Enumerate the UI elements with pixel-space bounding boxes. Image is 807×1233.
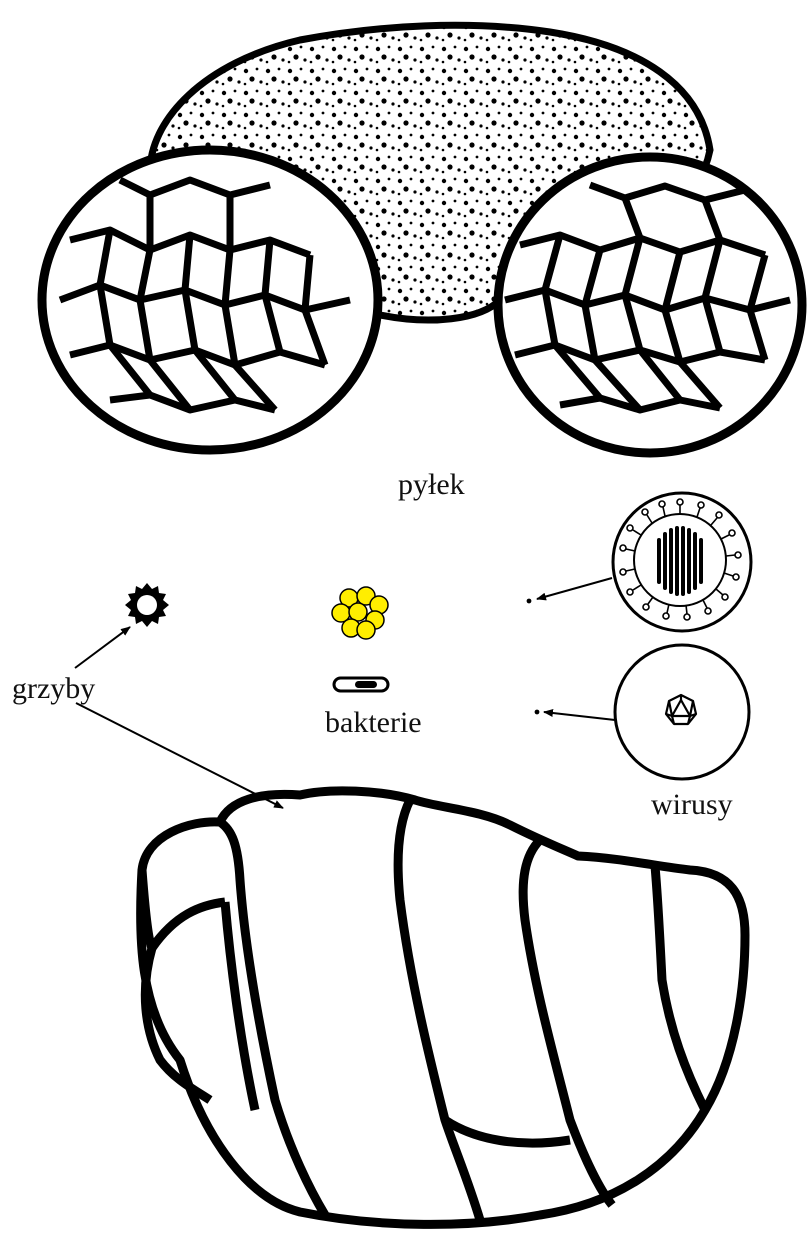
virus-dot-2 — [535, 710, 540, 715]
arrow-fungi-small — [75, 627, 130, 668]
pollen-grain-icon — [42, 25, 802, 453]
pollen-left-sac — [42, 150, 378, 450]
label-viruses: wirusy — [651, 790, 733, 820]
pollen-right-sac — [498, 157, 802, 453]
label-pollen: pyłek — [398, 470, 465, 500]
fungal-spore-icon — [125, 583, 169, 627]
arrow-virus-icosahedral — [544, 712, 615, 720]
coccus-cluster-icon — [332, 587, 388, 639]
large-spore-icon — [141, 791, 745, 1225]
arrow-fungi-large — [76, 703, 283, 808]
virus-dot-1 — [527, 599, 532, 604]
enveloped-virus-icon — [613, 493, 751, 631]
bacillus-icon — [334, 678, 388, 691]
label-bacteria: bakterie — [325, 708, 422, 738]
icosahedral-virus-icon — [615, 645, 749, 779]
arrow-virus-enveloped — [537, 578, 612, 599]
label-fungi: grzyby — [12, 674, 95, 704]
